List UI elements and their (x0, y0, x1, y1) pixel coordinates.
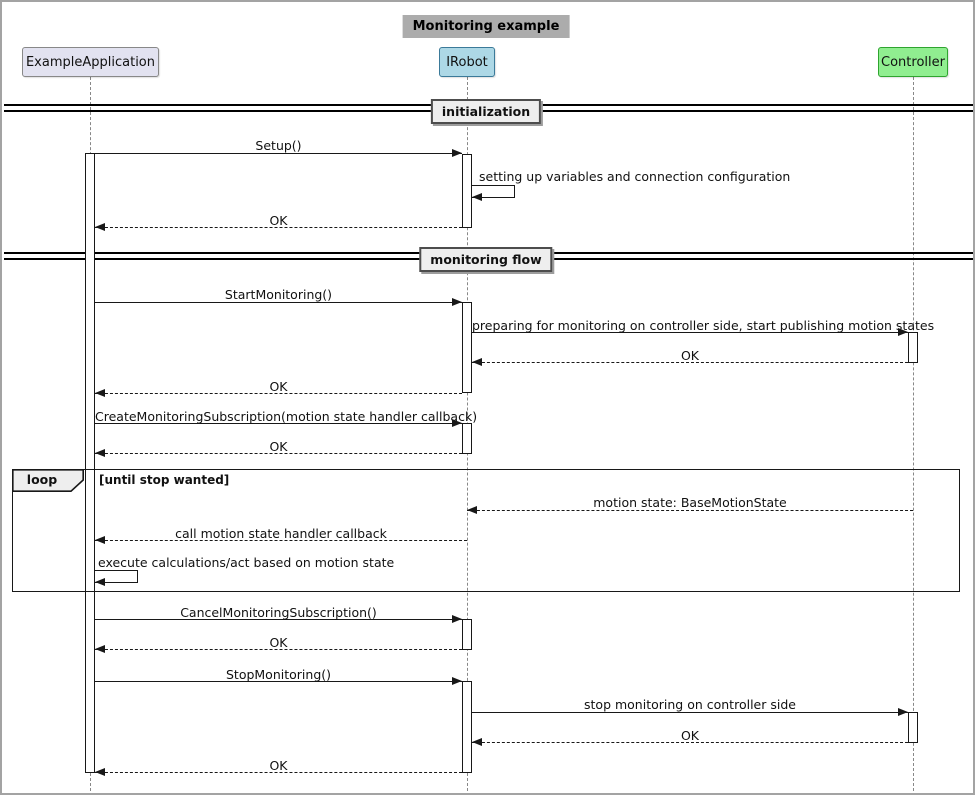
activation-irobot-createsubscription (462, 423, 472, 454)
message-label-ok: OK (680, 348, 700, 363)
message-line (467, 510, 913, 511)
arrowhead-left (467, 506, 477, 514)
arrowhead-left (472, 738, 482, 746)
participant-label: IRobot (446, 54, 488, 70)
message-line (95, 227, 462, 228)
arrowhead-right (452, 677, 462, 685)
activation-irobot-setup (462, 154, 472, 228)
arrowhead-left (95, 449, 105, 457)
arrowhead-left (95, 578, 105, 586)
activation-controller-start (908, 332, 918, 363)
message-line (472, 362, 908, 363)
message-label-setup: Setup() (255, 138, 302, 153)
activation-irobot-startmonitoring (462, 302, 472, 393)
message-label-createsubscription: CreateMonitoringSubscription(motion stat… (95, 409, 478, 424)
message-label-startmonitoring: StartMonitoring() (224, 287, 333, 302)
diagram-title: Monitoring example (402, 15, 570, 38)
arrowhead-right (452, 419, 462, 427)
participant-irobot: IRobot (439, 47, 495, 77)
loop-keyword: loop (26, 472, 58, 487)
message-label-ok: OK (269, 439, 288, 454)
arrowhead-right (452, 149, 462, 157)
message-line (95, 772, 462, 773)
message-line (472, 712, 908, 713)
self-message-loop (472, 185, 515, 198)
message-line (95, 423, 462, 424)
loop-pentagon (12, 469, 84, 492)
lifeline-controller (913, 77, 914, 791)
arrowhead-right (452, 298, 462, 306)
participant-label: Controller (881, 54, 945, 70)
message-label-ok: OK (269, 379, 288, 394)
arrowhead-left (95, 645, 105, 653)
loop-condition: [until stop wanted] (99, 473, 230, 487)
message-label-ok: OK (680, 728, 700, 743)
arrowhead-left (95, 223, 105, 231)
message-label-preparing: preparing for monitoring on controller s… (472, 318, 935, 333)
arrowhead-right (452, 615, 462, 623)
message-label-stop-controller: stop monitoring on controller side (584, 697, 796, 712)
arrowhead-left (472, 193, 482, 201)
message-label-cancelsubscription: CancelMonitoringSubscription() (180, 605, 377, 620)
activation-irobot-stopmonitoring (462, 681, 472, 773)
message-label-motion-state: motion state: BaseMotionState (593, 495, 787, 510)
arrowhead-left (95, 536, 105, 544)
divider-label-initialization: initialization (430, 99, 542, 124)
message-line (472, 742, 908, 743)
activation-controller-stop (908, 712, 918, 743)
message-line (95, 453, 462, 454)
message-line (95, 302, 462, 303)
message-label-ok: OK (269, 758, 288, 773)
message-line (95, 540, 467, 541)
message-label-execute: execute calculations/act based on motion… (98, 555, 395, 570)
message-line (95, 619, 462, 620)
arrowhead-left (95, 768, 105, 776)
participant-example-application: ExampleApplication (22, 47, 159, 77)
message-label-ok: OK (269, 635, 288, 650)
message-line (95, 393, 462, 394)
message-line (95, 153, 462, 154)
message-line (95, 681, 462, 682)
self-message-loop (95, 570, 138, 583)
message-line (95, 649, 462, 650)
message-line (472, 332, 908, 333)
arrowhead-right (898, 708, 908, 716)
participant-controller: Controller (878, 47, 948, 77)
message-label-ok: OK (269, 213, 288, 228)
arrowhead-left (95, 389, 105, 397)
message-label-stopmonitoring: StopMonitoring() (225, 667, 332, 682)
participant-label: ExampleApplication (25, 54, 156, 70)
message-label-handler-callback: call motion state handler callback (175, 526, 387, 541)
arrowhead-left (472, 358, 482, 366)
message-label-setup-self: setting up variables and connection conf… (479, 169, 791, 184)
arrowhead-right (898, 328, 908, 336)
divider-label-monitoring-flow: monitoring flow (419, 247, 553, 272)
loop-frame (12, 469, 960, 592)
activation-example-application (85, 153, 95, 773)
activation-irobot-cancelsubscription (462, 619, 472, 650)
